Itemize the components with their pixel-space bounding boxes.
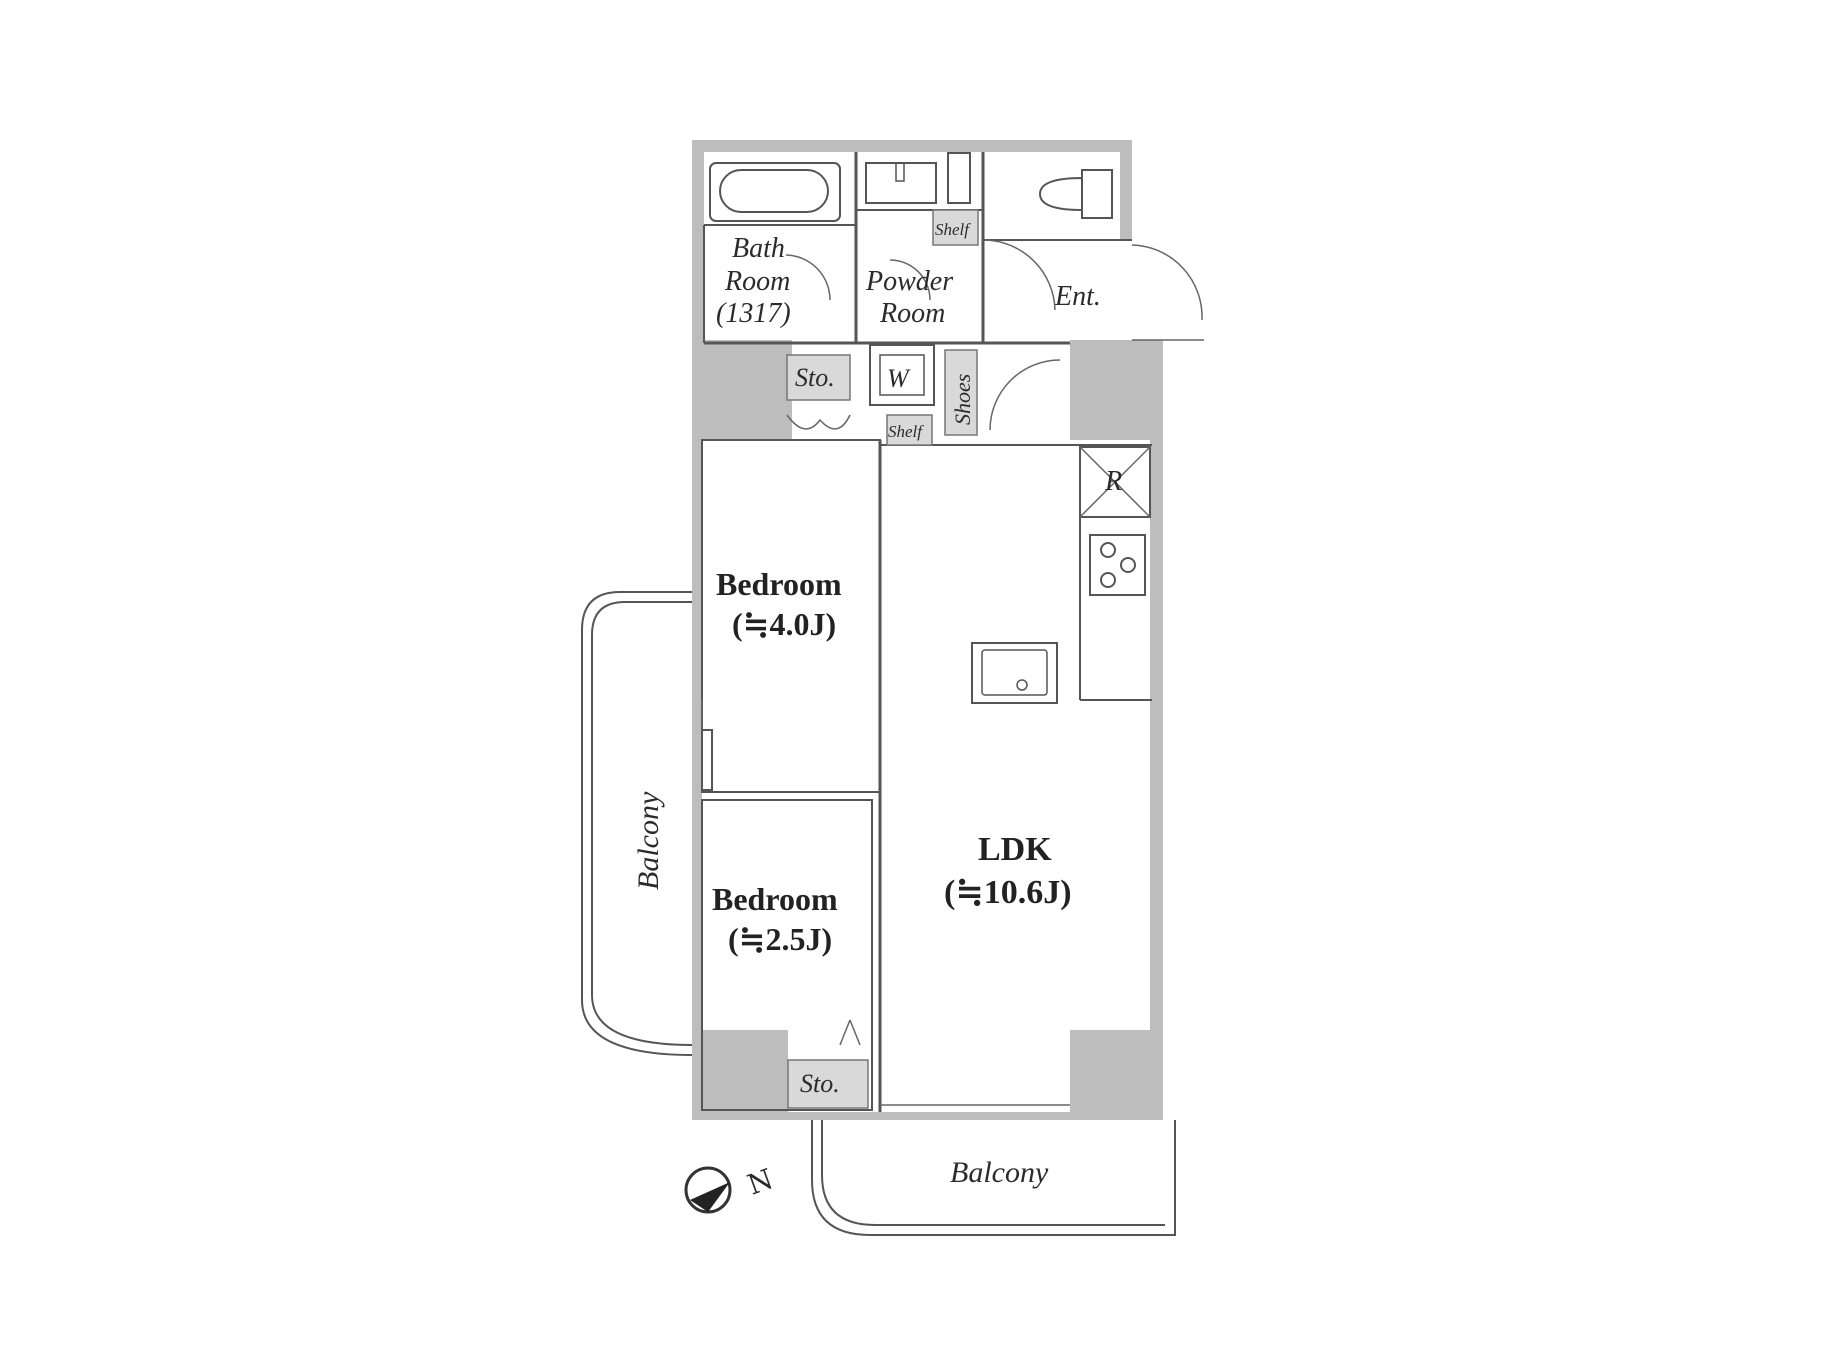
bath-label-2: Room xyxy=(724,266,790,297)
washer-icon xyxy=(869,344,935,406)
kitchen-sink-icon xyxy=(971,642,1058,704)
balcony-side-label: Balcony xyxy=(632,791,665,890)
storage-box-top xyxy=(786,354,851,401)
north-label: N xyxy=(743,1162,777,1201)
bath-label-1: Bath xyxy=(732,233,785,264)
storage-label-top: Sto. xyxy=(795,363,835,392)
storage-label-bottom: Sto. xyxy=(800,1069,840,1098)
balcony-bottom-label: Balcony xyxy=(950,1156,1049,1189)
powder-label-2: Room xyxy=(879,298,945,329)
powder-label-1: Powder xyxy=(865,266,953,297)
storage-box-bottom xyxy=(787,1059,869,1109)
entrance-label: Ent. xyxy=(1054,281,1101,312)
bottom-balcony xyxy=(811,1120,1176,1236)
shelf-label-mid: Shelf xyxy=(888,422,924,441)
fridge-icon xyxy=(1079,446,1151,518)
bedroom2-name: Bedroom xyxy=(712,881,838,917)
bathtub-icon xyxy=(709,162,841,222)
shoes-box xyxy=(944,349,978,436)
stove-icon xyxy=(1089,534,1146,596)
shelf-label-top: Shelf xyxy=(935,220,971,239)
side-balcony xyxy=(581,591,693,1056)
sink-icon xyxy=(865,152,971,204)
doors xyxy=(785,239,1204,1046)
north-arrow-icon xyxy=(684,1166,732,1214)
bedroom1-name: Bedroom xyxy=(716,566,842,602)
ldk-name: LDK xyxy=(978,831,1052,868)
walls xyxy=(692,140,1163,1120)
shelf-box-mid xyxy=(886,414,933,446)
bedroom1-size: (≒4.0J) xyxy=(732,606,836,642)
bath-label-3: (1317) xyxy=(716,298,791,329)
washer-label: W xyxy=(887,364,911,393)
fridge-label: R xyxy=(1104,466,1122,497)
bedroom2-size: (≒2.5J) xyxy=(728,921,832,957)
ldk-size: (≒10.6J) xyxy=(944,874,1072,911)
shoes-label: Shoes xyxy=(950,374,975,425)
toilet-icon xyxy=(1038,169,1113,219)
shelf-box-top xyxy=(932,209,979,246)
